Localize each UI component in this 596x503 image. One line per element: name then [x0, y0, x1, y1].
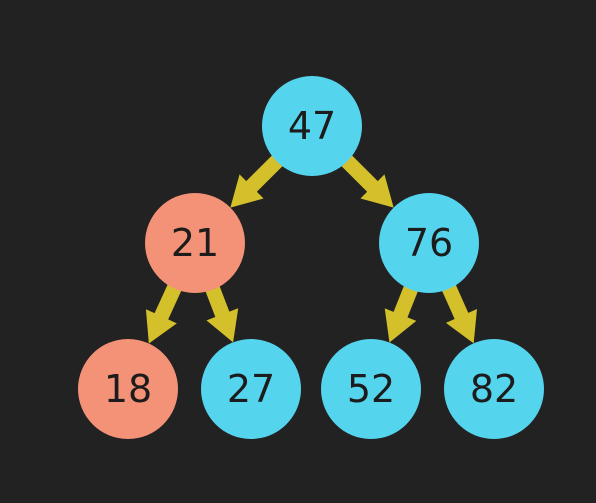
edge-shaft [339, 153, 380, 194]
edge-shaft [244, 153, 285, 194]
edge-shaft [153, 281, 183, 322]
edge-arrowhead [230, 174, 264, 208]
edge-arrowhead [360, 174, 394, 208]
tree-node-27: 27 [201, 339, 301, 439]
edge-arrowhead [445, 309, 477, 344]
edge-76-52 [384, 282, 419, 343]
edge-shaft [440, 281, 470, 321]
tree-node-52: 52 [321, 339, 421, 439]
tree-node-21: 21 [145, 193, 245, 293]
tree-node-47: 47 [262, 76, 362, 176]
edge-47-21 [230, 153, 285, 208]
edge-shaft [392, 282, 419, 320]
tree-node-82: 82 [444, 339, 544, 439]
edge-47-76 [339, 153, 394, 208]
tree-node-18: 18 [78, 339, 178, 439]
edge-21-18 [145, 281, 183, 344]
edge-shaft [204, 283, 231, 319]
edge-arrowhead [206, 308, 239, 343]
edge-76-82 [440, 281, 477, 344]
tree-node-76: 76 [379, 193, 479, 293]
edge-arrowhead [384, 308, 417, 343]
edge-21-27 [204, 283, 239, 343]
edge-arrowhead [145, 309, 177, 344]
